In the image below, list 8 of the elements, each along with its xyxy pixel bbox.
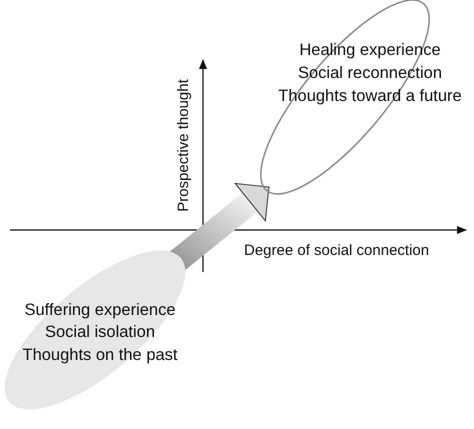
axis-label: Degree of social connection xyxy=(244,242,430,259)
node-text: Thoughts toward a future xyxy=(278,86,462,106)
node-text: Thoughts on the past xyxy=(22,345,178,365)
node-text: Social reconnection xyxy=(298,63,442,83)
node-text: Healing experience xyxy=(299,40,441,60)
node-text: Suffering experience xyxy=(24,300,176,320)
axis-label: Prospective thought xyxy=(174,78,192,212)
node-text: Social isolation xyxy=(44,322,156,342)
